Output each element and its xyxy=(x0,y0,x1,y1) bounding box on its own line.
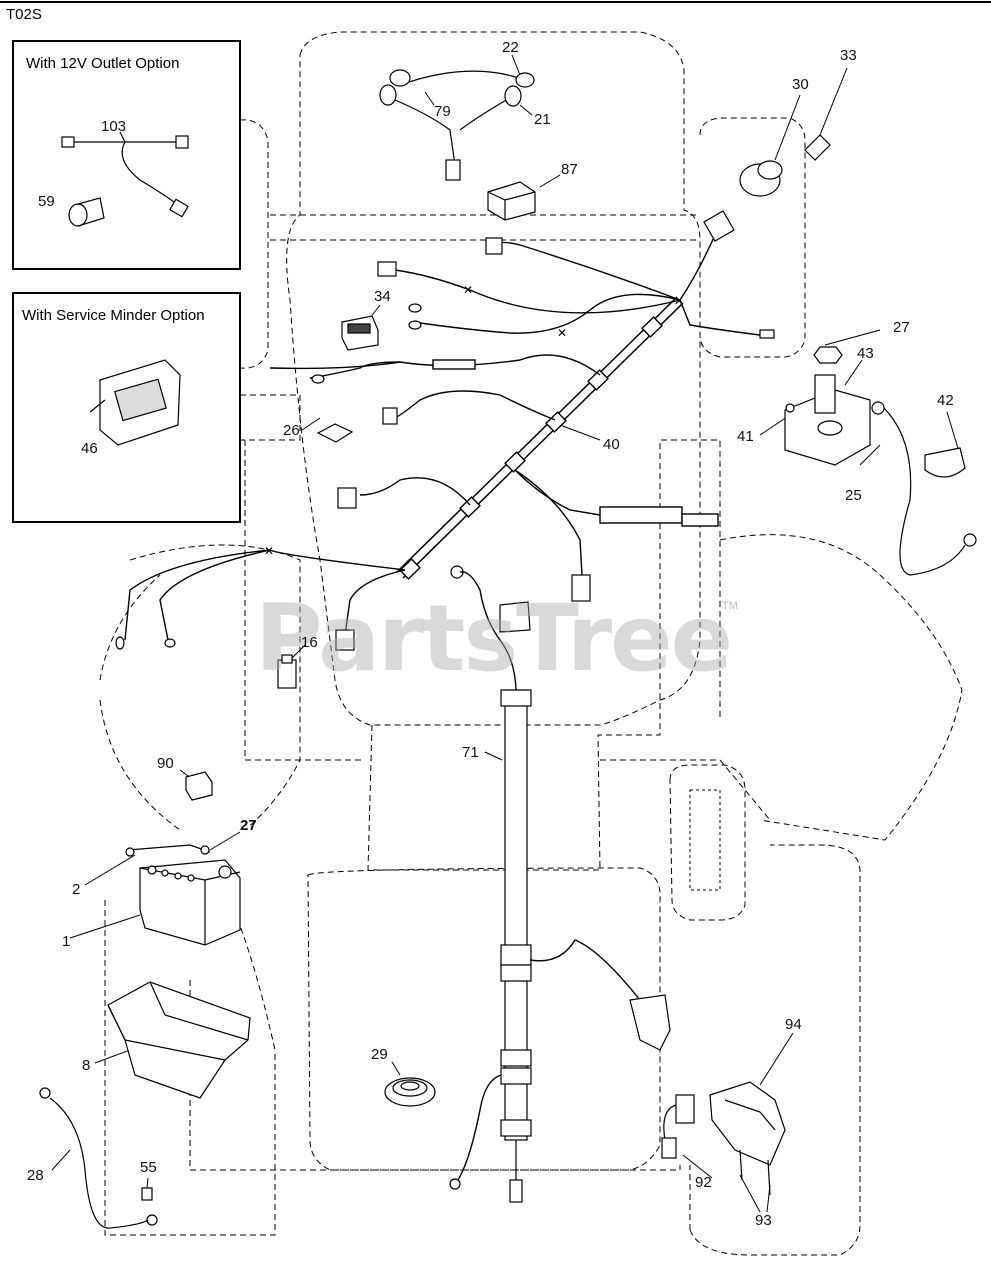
svg-text:✕: ✕ xyxy=(674,294,684,308)
callout-30: 30 xyxy=(792,76,809,93)
splice-mark: ✕ xyxy=(463,283,473,297)
relay-87 xyxy=(487,181,536,221)
watermark: PartsTree xyxy=(255,585,733,692)
svg-text:✕: ✕ xyxy=(264,544,274,558)
battery-1 xyxy=(125,844,241,946)
callout-43: 43 xyxy=(857,345,874,362)
callout-40: 40 xyxy=(603,436,620,453)
switch-16 xyxy=(277,654,297,689)
callout-1: 1 xyxy=(62,933,71,950)
callout-79: 79 xyxy=(434,103,451,120)
callout-55: 55 xyxy=(140,1159,157,1176)
part-90 xyxy=(185,771,213,801)
watermark-tm: TM xyxy=(722,600,738,612)
callout-71: 71 xyxy=(462,744,479,761)
callout-29: 29 xyxy=(371,1046,388,1063)
harness-71 xyxy=(449,565,671,1203)
hour-meter-34 xyxy=(341,315,379,351)
inset-service-minder: With Service Minder Option xyxy=(12,292,241,523)
callout-93: 93 xyxy=(755,1212,772,1229)
callout-34: 34 xyxy=(374,288,391,305)
callout-42: 42 xyxy=(937,392,954,409)
headlight-harness xyxy=(379,69,535,181)
battery-tray-8 xyxy=(107,981,251,1099)
callout-92: 92 xyxy=(695,1174,712,1191)
callout-2: 2 xyxy=(72,881,81,898)
callout-33: 33 xyxy=(840,47,857,64)
svg-text:✕: ✕ xyxy=(557,326,567,340)
callout-87: 87 xyxy=(561,161,578,178)
callout-28: 28 xyxy=(27,1167,44,1184)
interlock-94 xyxy=(661,1081,786,1196)
solenoid-assembly xyxy=(784,346,977,576)
callout-59: 59 xyxy=(38,193,55,210)
callout-103: 103 xyxy=(101,118,127,135)
callout-27-battery: 27 xyxy=(240,817,257,834)
harness-connector xyxy=(599,506,683,524)
fuse-26 xyxy=(316,423,354,443)
main-harness: ✕ ✕ ✕ ✕ xyxy=(124,227,761,641)
part-29 xyxy=(384,1077,436,1107)
harness-connectors xyxy=(115,210,775,651)
inset-12v-title: With 12V Outlet Option xyxy=(26,55,180,72)
inset-service-title: With Service Minder Option xyxy=(22,307,205,324)
callout-41: 41 xyxy=(737,428,754,445)
callout-46: 46 xyxy=(81,440,98,457)
diagram-code: T02S xyxy=(6,6,42,23)
callout-90: 90 xyxy=(157,755,174,772)
callout-8: 8 xyxy=(82,1057,91,1074)
ignition-switch xyxy=(739,134,831,197)
callout-21: 21 xyxy=(534,111,551,128)
callout-25: 25 xyxy=(845,487,862,504)
callout-94: 94 xyxy=(785,1016,802,1033)
callout-16: 16 xyxy=(301,634,318,651)
ground-cable-28 xyxy=(39,1087,158,1229)
callout-27-top: 27 xyxy=(893,319,910,336)
callout-26: 26 xyxy=(283,422,300,439)
inset-12v-outlet: With 12V Outlet Option xyxy=(12,40,241,270)
callout-22: 22 xyxy=(502,39,519,56)
